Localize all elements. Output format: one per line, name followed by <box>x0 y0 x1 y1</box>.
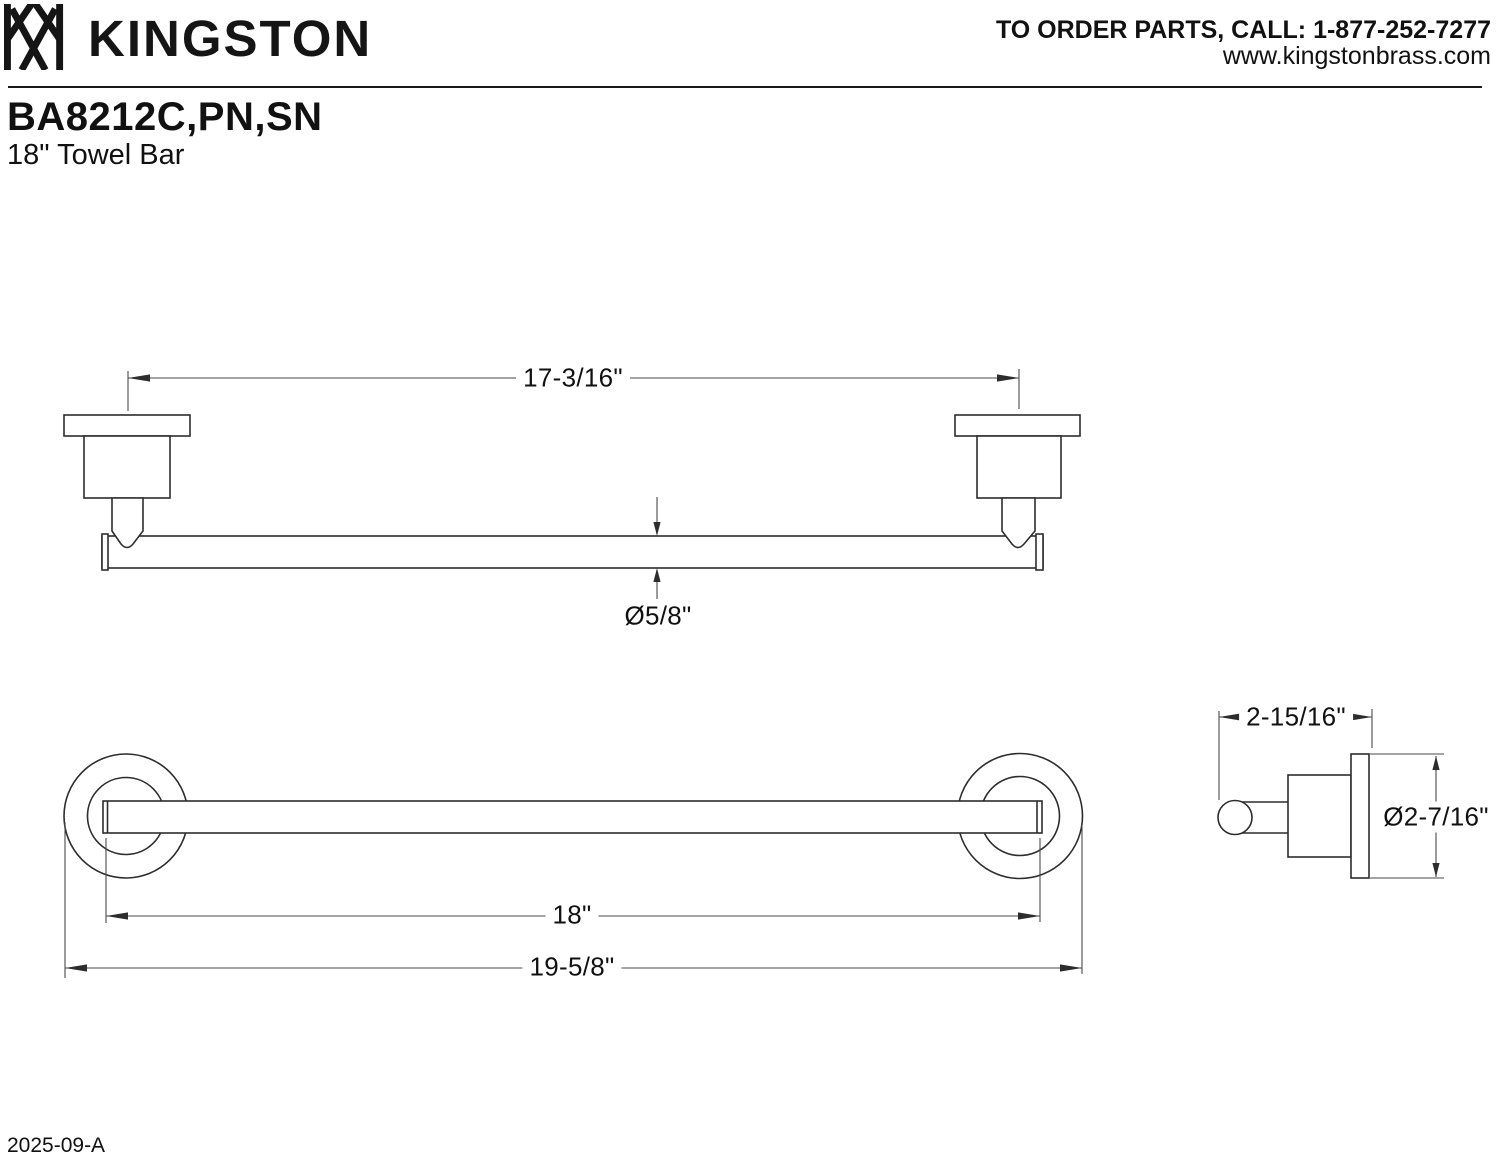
dim-label-overall-length: 19-5/8" <box>522 951 622 983</box>
brand-wordmark: KINGSTON <box>88 10 373 67</box>
dim-label-center-to-center: 17-3/16" <box>516 362 630 394</box>
contact-block: TO ORDER PARTS, CALL: 1-877-252-7277 www… <box>996 17 1491 69</box>
website-url: www.kingstonbrass.com <box>1222 42 1491 70</box>
elevation-view <box>63 369 1081 599</box>
document-revision-code: 2025-09-A <box>7 1134 106 1157</box>
order-parts-phone: TO ORDER PARTS, CALL: 1-877-252-7277 <box>995 16 1491 44</box>
product-name: 18" Towel Bar <box>7 139 185 171</box>
profile-view <box>1217 709 1444 879</box>
dim-label-flange-diameter: Ø2-7/16" <box>1376 801 1496 833</box>
header-divider <box>8 86 1482 88</box>
front-view <box>63 752 1084 978</box>
dim-label-post-projection: 2-15/16" <box>1239 701 1353 733</box>
dim-label-bar-diameter: Ø5/8" <box>617 600 699 632</box>
kingston-logo-icon <box>4 4 64 70</box>
dim-label-bar-length: 18" <box>545 899 599 931</box>
product-code: BA8212C,PN,SN <box>7 95 323 139</box>
